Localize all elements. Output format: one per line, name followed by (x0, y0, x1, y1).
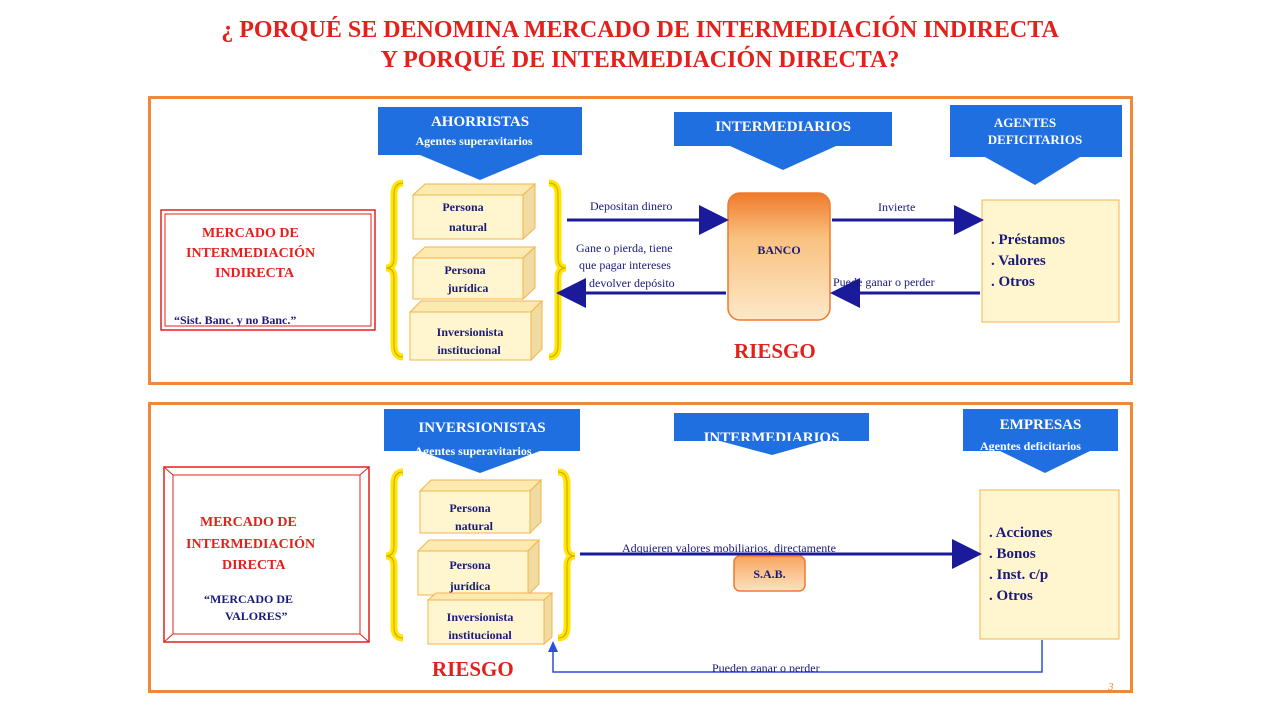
person-natural-top-l2: natural (448, 220, 487, 234)
person-juridica-bottom-l2: jurídica (449, 579, 491, 593)
riesgo-bottom: RIESGO (432, 657, 514, 681)
empresas-label: EMPRESAS (999, 417, 1082, 433)
ahorristas-sublabel: Agentes superavitarios (415, 134, 533, 148)
pueden-ganar-label: Pueden ganar o perder (712, 661, 820, 672)
list-item: . Otros (989, 588, 1033, 604)
title-line-1: ¿ PORQUÉ SE DENOMINA MERCADO DE INTERMED… (221, 17, 1059, 43)
intermediarios-arrow-bottom (674, 413, 869, 455)
market-box-direct (163, 466, 370, 643)
uses-box-top (981, 199, 1120, 323)
title-line-2: Y PORQUÉ DE INTERMEDIACIÓN DIRECTA? (380, 47, 900, 73)
intermediarios-label-bottom: INTERMEDIARIOS (703, 430, 840, 441)
cube-persona-natural-bottom (418, 478, 543, 535)
direct-panel (148, 402, 1133, 693)
sab-label: S.A.B. (753, 567, 786, 581)
person-natural-bottom-l2: natural (454, 519, 493, 533)
cube-persona-juridica-top (411, 245, 537, 301)
puede-ganar-label: Puede ganar o perder (833, 275, 935, 289)
deficitarios-label: DEFICITARIOS (987, 132, 1083, 147)
adquieren-label: Adquieren valores mobiliarios, directame… (622, 541, 836, 553)
list-item: . Inst. c/p (989, 567, 1049, 583)
uses-list-top: . Préstamos . Valores . Otros (991, 230, 1065, 293)
person-inv-bottom-l2: institucional (448, 628, 512, 642)
market-indirect-quote: “Sist. Banc. y no Banc.” (174, 313, 297, 327)
empresas-sublabel: Agentes deficitarios (980, 439, 1081, 453)
depositan-label: Depositan dinero (590, 199, 673, 213)
bank-label: BANCO (757, 243, 801, 257)
list-item: . Bonos (989, 546, 1036, 562)
sab-shape (733, 555, 806, 592)
list-item: . Préstamos (991, 232, 1066, 248)
arrow-pueden-ganar (552, 640, 1043, 673)
market-direct-l3: DIRECTA (222, 558, 286, 573)
ahorristas-label: AHORRISTAS (430, 114, 530, 130)
page-number: 3 (1108, 681, 1114, 693)
intermediarios-label-top: INTERMEDIARIOS (715, 119, 851, 135)
gane-label-l2: que pagar intereses (579, 258, 671, 272)
inversionistas-sublabel: Agentes superavitarios (414, 444, 532, 458)
list-item: . Otros (991, 274, 1035, 290)
agentes-label: AGENTES (993, 115, 1057, 130)
person-inv-top-l2: institucional (437, 343, 501, 357)
cube-persona-natural-top (411, 182, 537, 241)
market-direct-quote-l2: VALORES” (225, 609, 288, 623)
person-juridica-bottom-l1: Persona (449, 558, 491, 572)
market-indirect-l3: INDIRECTA (215, 266, 295, 281)
gane-label-l1: Gane o pierda, tiene (576, 241, 673, 255)
market-indirect-l1: MERCADO DE (202, 226, 299, 241)
intermediarios-arrow-top (674, 112, 892, 170)
indirect-panel (148, 96, 1133, 385)
person-natural-top-l1: Persona (442, 200, 484, 214)
uses-list-bottom: . Acciones . Bonos . Inst. c/p . Otros (989, 523, 1052, 607)
market-direct-l2: INTERMEDIACIÓN (186, 537, 316, 552)
list-item: . Acciones (989, 525, 1053, 541)
cube-persona-juridica-bottom (416, 538, 541, 597)
riesgo-top: RIESGO (734, 339, 816, 363)
deficitarios-arrow (950, 105, 1122, 185)
person-juridica-top-l2: jurídica (447, 281, 489, 295)
empresas-arrow (963, 409, 1118, 473)
market-direct-l1: MERCADO DE (200, 515, 297, 530)
uses-box-bottom (979, 489, 1120, 640)
cube-inversionista-bottom (426, 591, 554, 646)
market-direct-quote-l1: “MERCADO DE (204, 592, 293, 606)
inversionistas-arrow (384, 409, 580, 473)
market-indirect-l2: INTERMEDIACIÓN (186, 246, 316, 261)
person-natural-bottom-l1: Persona (449, 501, 491, 515)
ahorristas-arrow (378, 107, 582, 180)
inversionistas-label: INVERSIONISTAS (418, 420, 546, 436)
person-inv-top-l1: Inversionista (436, 325, 504, 339)
person-inv-bottom-l1: Inversionista (446, 610, 514, 624)
cube-inversionista-top (408, 299, 544, 362)
person-juridica-top-l1: Persona (444, 263, 486, 277)
invierte-label: Invierte (878, 200, 916, 214)
list-item: . Valores (991, 253, 1046, 269)
bank-shape (727, 192, 831, 321)
gane-label-l3: y devolver depósito (580, 276, 675, 290)
market-box-indirect (160, 209, 376, 331)
